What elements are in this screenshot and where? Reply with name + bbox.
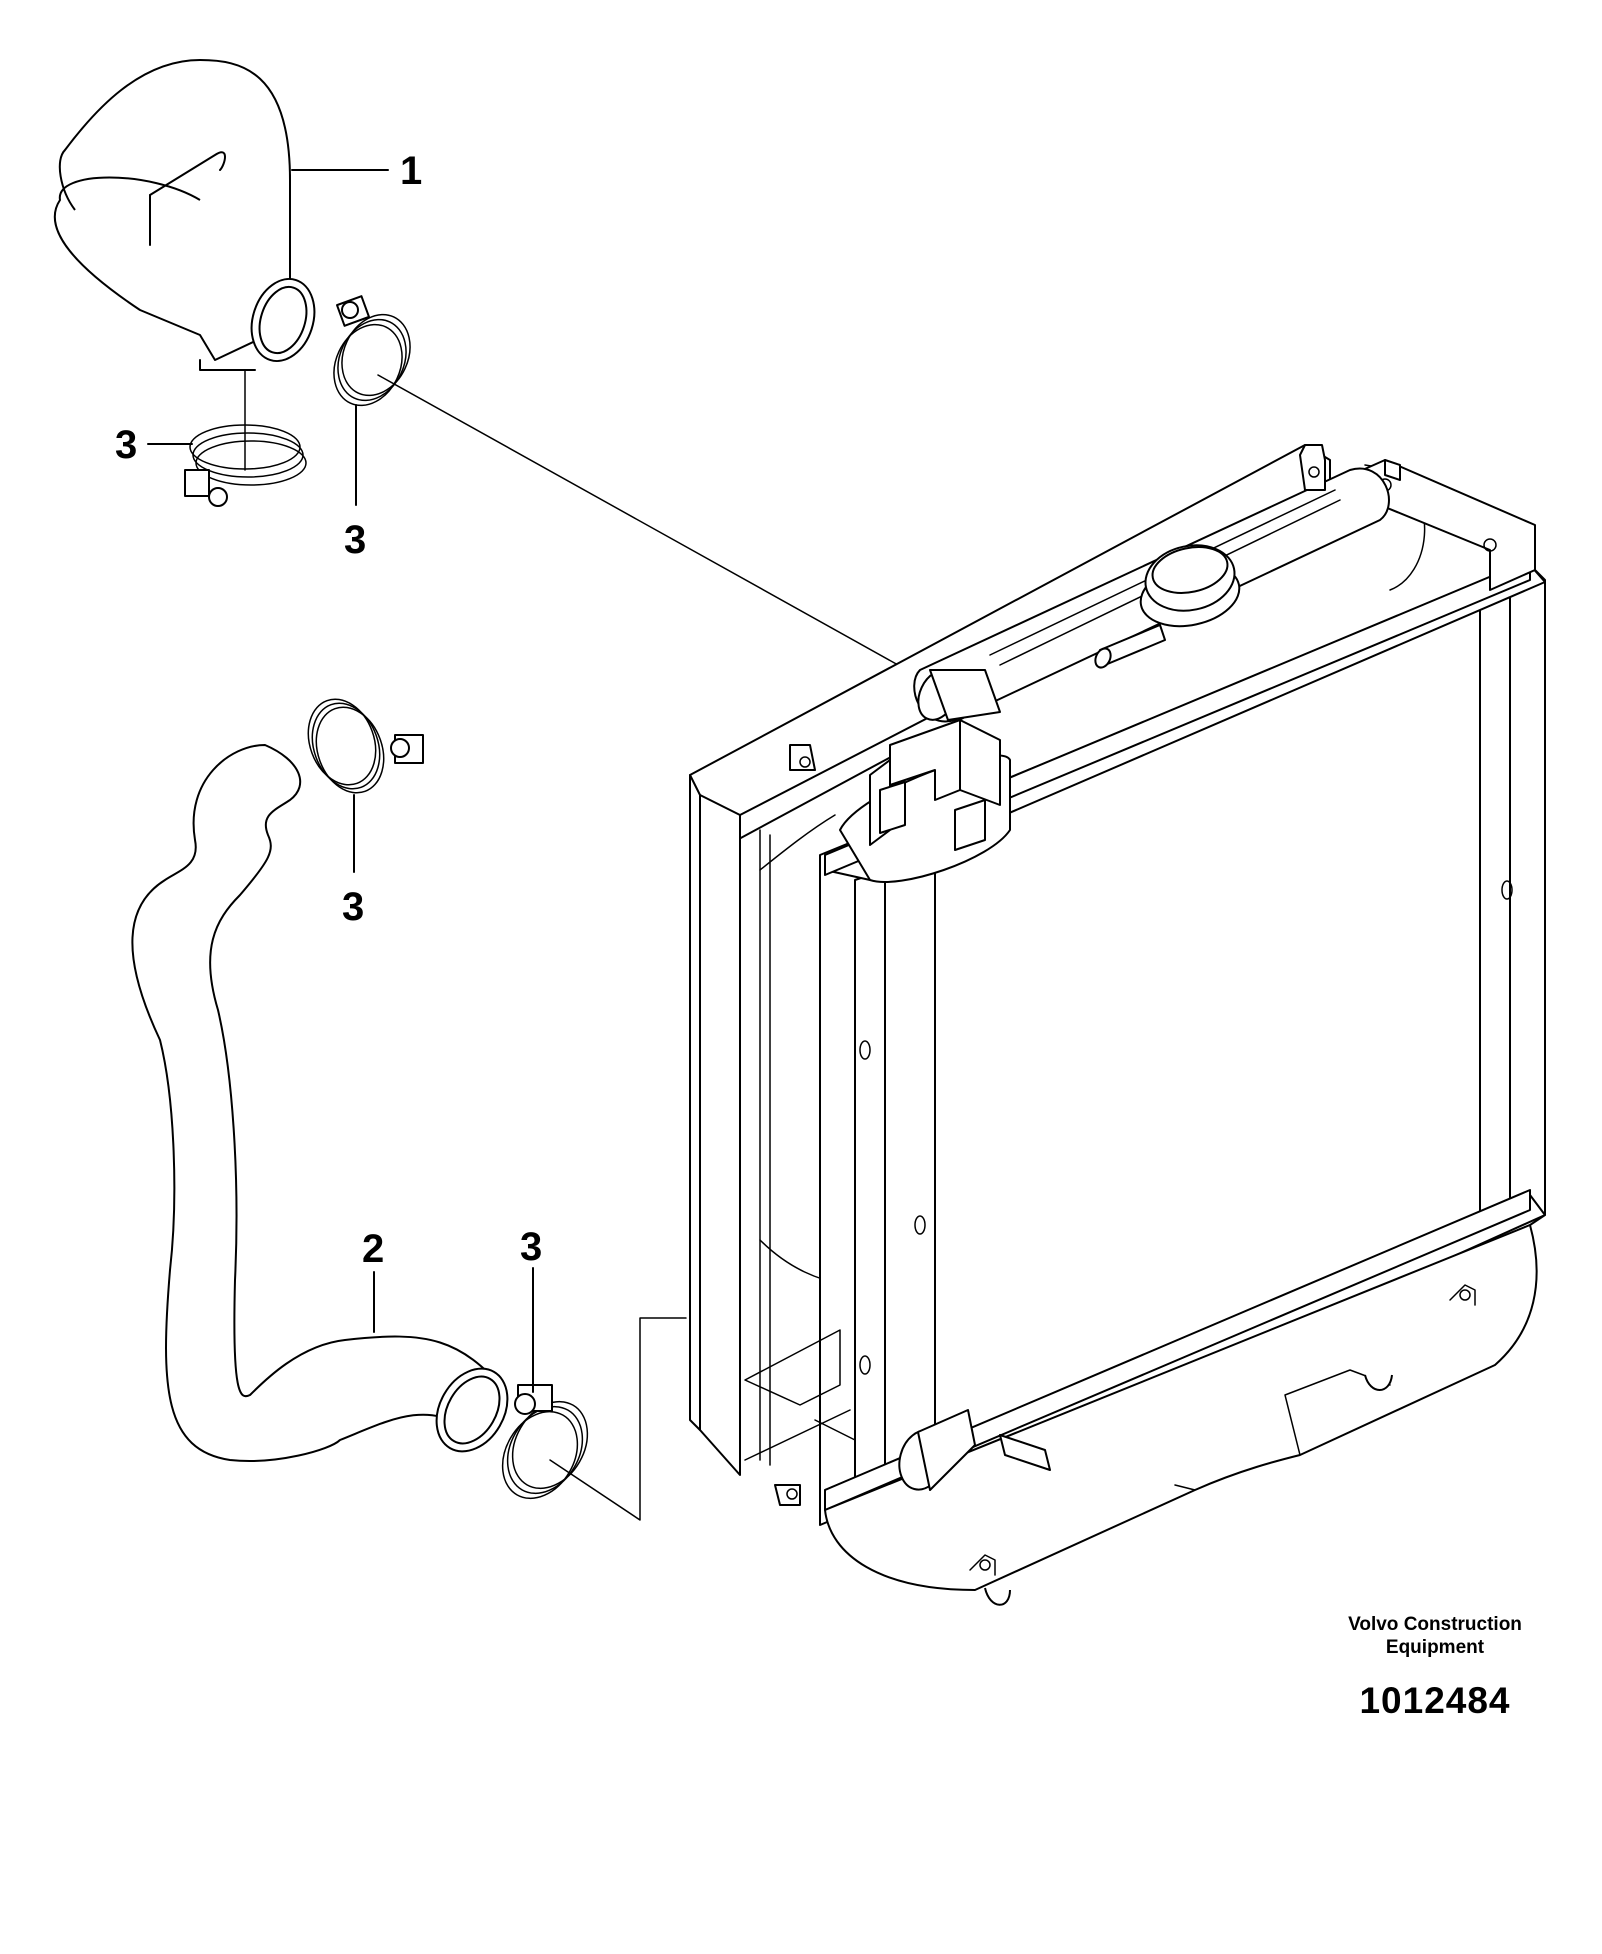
callout-1: 1 <box>400 149 422 193</box>
company-line-2: Equipment <box>1385 1637 1485 1658</box>
callout-3d: 3 <box>520 1225 542 1269</box>
drawing-number: 1012484 <box>1359 1680 1511 1721</box>
assembly-line-lower <box>549 1317 687 1521</box>
upper-hose <box>53 59 316 371</box>
callout-3c: 3 <box>342 885 364 929</box>
clamp-lower-left <box>184 369 307 507</box>
company-line-1: Volvo Construction <box>1348 1614 1522 1635</box>
assembly-line-upper <box>377 374 926 681</box>
company-credit: Volvo Construction Equipment <box>1290 1613 1580 1659</box>
callout-2: 2 <box>362 1227 384 1271</box>
callout-3b: 3 <box>115 423 137 467</box>
radiator <box>689 444 1546 1606</box>
clamp-lower-right <box>501 1384 589 1500</box>
lower-hose <box>131 744 509 1462</box>
callout-3a: 3 <box>344 518 366 562</box>
clamp-upper-right <box>333 295 411 407</box>
clamp-middle <box>307 698 424 794</box>
